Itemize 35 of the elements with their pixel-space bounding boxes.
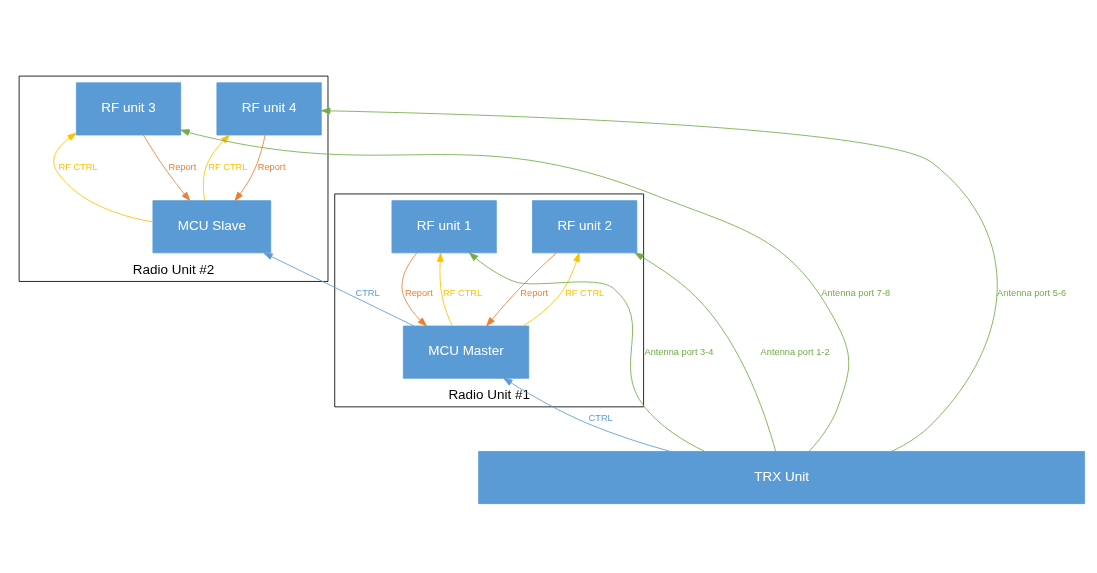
arrow: [202, 134, 230, 202]
arrow: [486, 252, 557, 327]
edge-label: RF CTRL: [208, 162, 248, 173]
arrow: [503, 377, 671, 452]
arrow: [143, 134, 191, 201]
node-box: RF unit 2: [532, 200, 638, 254]
edge-label: Antenna port 3-4: [644, 346, 714, 357]
edge-label: Report: [520, 287, 549, 298]
arrow: [234, 134, 266, 202]
edge-label: Antenna port 7-8: [821, 287, 891, 298]
arrow: [522, 252, 580, 327]
arrow: [401, 252, 427, 327]
node-box: TRX Unit: [478, 451, 1085, 505]
edge-label: CTRL: [588, 412, 613, 423]
arrow: [634, 252, 777, 452]
node-box: MCU Master: [402, 325, 530, 379]
arrow: [180, 129, 850, 452]
arrow: [53, 132, 154, 223]
node-box: RF unit 3: [75, 82, 182, 136]
node-box: RF unit 1: [391, 200, 497, 254]
arrow: [468, 252, 705, 452]
edge-label: RF CTRL: [58, 162, 98, 173]
edge-label: RF CTRL: [443, 287, 483, 298]
edge-label: Antenna port 1-2: [760, 346, 830, 357]
edge-label: Report: [405, 287, 433, 298]
edge-label: Antenna port 5-6: [997, 287, 1067, 298]
edge-label: Report: [168, 162, 197, 173]
arrow: [263, 252, 415, 327]
arrow: [436, 252, 453, 327]
edge-label: CTRL: [355, 287, 380, 298]
edge-label: RF CTRL: [565, 287, 605, 298]
node-box: MCU Slave: [152, 200, 272, 254]
edge-label: Report: [257, 162, 286, 173]
node-box: RF unit 4: [216, 82, 322, 136]
arrow: [321, 107, 998, 452]
